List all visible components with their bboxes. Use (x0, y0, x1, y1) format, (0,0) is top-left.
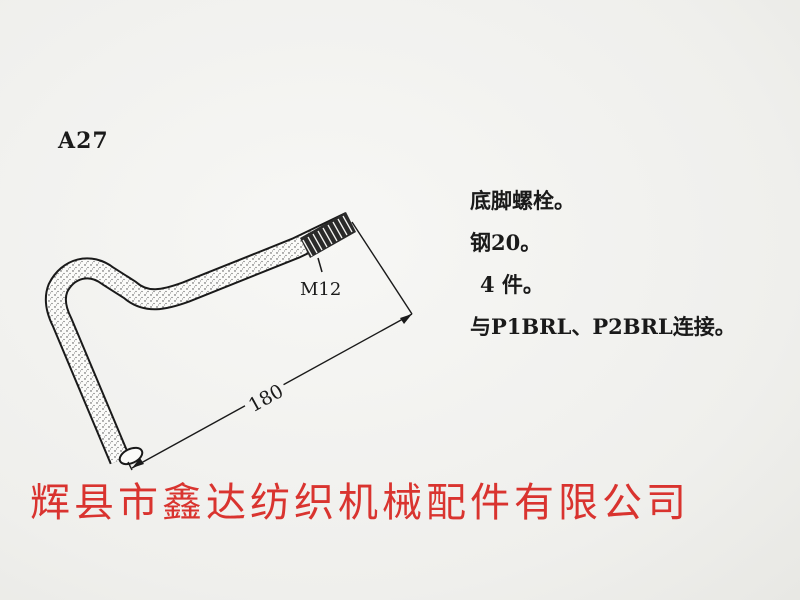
dimension-arrow-top (400, 314, 412, 324)
bolt-body (44, 212, 355, 465)
extension-line-bottom (127, 461, 133, 471)
part-code: A27 (58, 128, 109, 154)
dimension-arrow-bottom (132, 458, 144, 468)
bolt-end-cap (118, 446, 144, 466)
thread-label: M12 (300, 279, 341, 300)
connection-spec: 与P1BRL、P2BRL连接。 (470, 314, 736, 339)
dimension-label-bg (241, 379, 291, 418)
thread-leader-line (317, 257, 323, 273)
extension-line-top (351, 221, 413, 315)
material-spec: 钢20。 (470, 230, 542, 255)
description-block: 底脚螺栓。 钢20。 4 件。 与P1BRL、P2BRL连接。 (470, 180, 736, 348)
quantity-spec: 4 件。 (480, 272, 544, 297)
company-watermark: 辉县市鑫达纺织机械配件有限公司 (30, 480, 690, 526)
part-name: 底脚螺栓。 (470, 188, 575, 213)
thread-section (300, 212, 356, 258)
